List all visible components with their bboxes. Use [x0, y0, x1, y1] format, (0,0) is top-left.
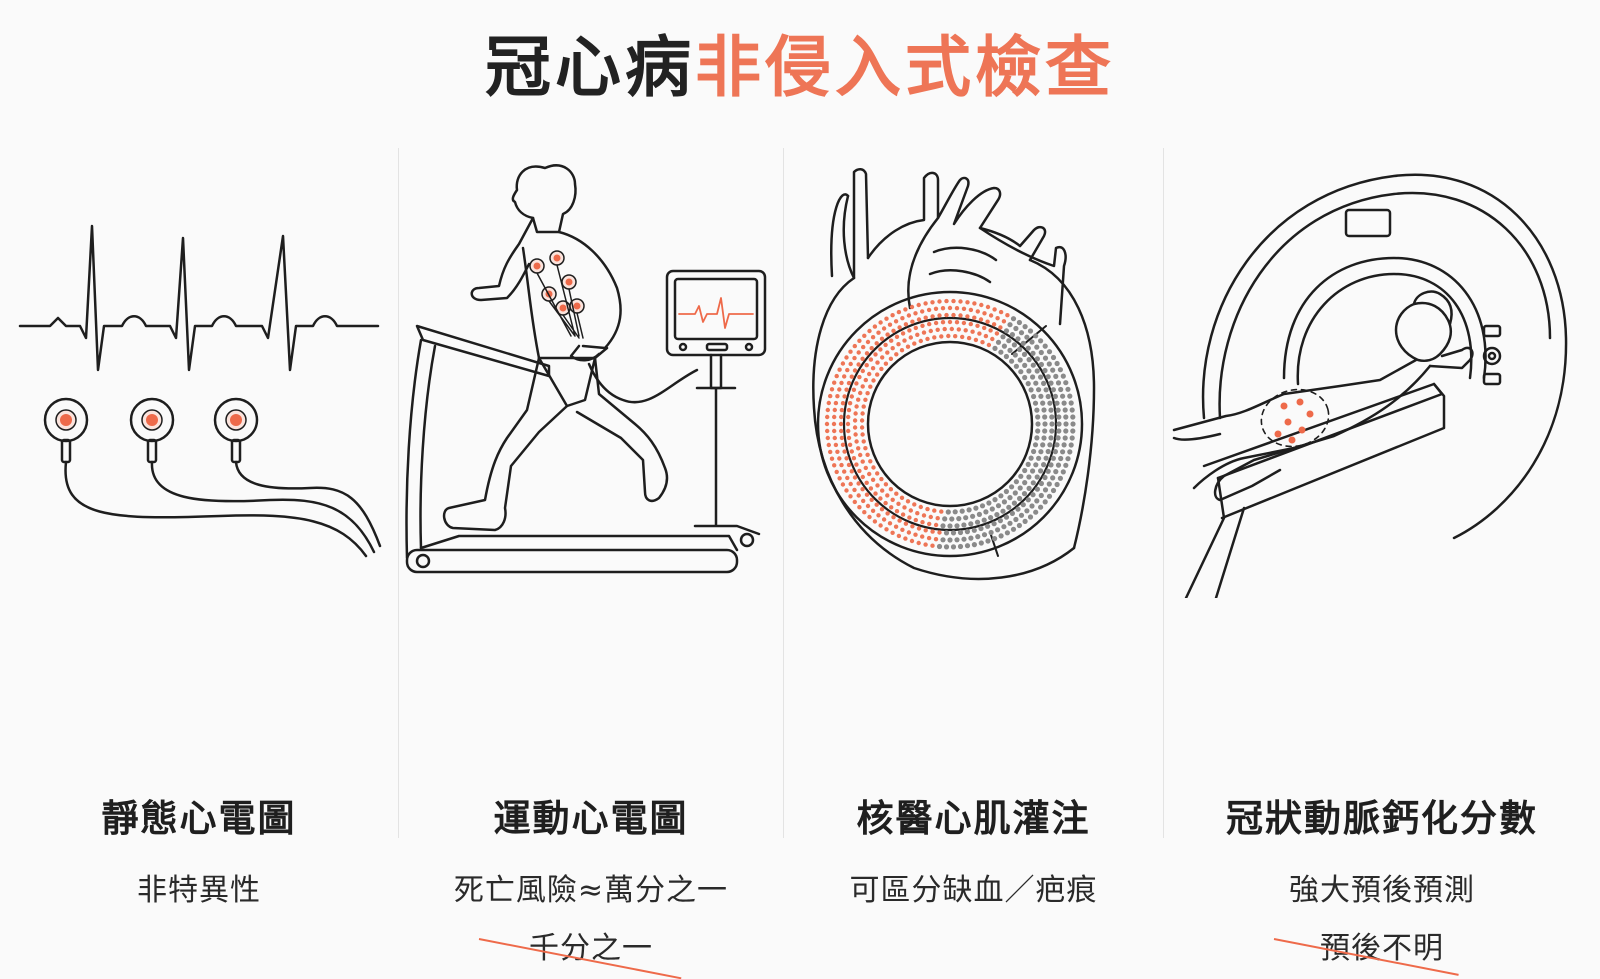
panel-label: 靜態心電圖 — [101, 797, 297, 840]
panel-label: 冠狀動脈鈣化分數 — [1226, 797, 1538, 840]
title-main: 冠心病 — [485, 29, 695, 106]
panel-note: 死亡風險≈萬分之一 — [453, 873, 729, 908]
panel-exercise-ecg: 運動心電圖 死亡風險≈萬分之一 千分之一 — [399, 148, 783, 979]
panel-nuclear-perfusion: 核醫心肌灌注 可區分缺血／疤痕 — [784, 148, 1163, 908]
panel-note: 可區分缺血／疤痕 — [849, 873, 1098, 908]
ct-scanner-icon — [1172, 173, 1568, 598]
divider — [1163, 148, 1164, 838]
treadmill-runner-icon — [405, 164, 767, 574]
title-accent: 非侵入式檢查 — [695, 29, 1115, 106]
panel-note: 非特異性 — [137, 873, 261, 908]
perfusion-dots — [824, 298, 1076, 550]
panel-label: 核醫心肌灌注 — [856, 797, 1091, 840]
divider — [783, 148, 784, 838]
ecg-electrodes-icon — [18, 224, 382, 558]
panel-note: 強大預後預測 — [1289, 873, 1475, 908]
panel-resting-ecg: 靜態心電圖 非特異性 — [0, 148, 398, 908]
heart-perfusion-icon — [812, 168, 1096, 581]
panel-cac-score: 冠狀動脈鈣化分數 強大預後預測 預後不明 — [1164, 148, 1600, 976]
page-title: 冠心病非侵入式檢查 — [0, 28, 1600, 108]
panel-label: 運動心電圖 — [493, 797, 689, 840]
divider — [398, 148, 399, 838]
